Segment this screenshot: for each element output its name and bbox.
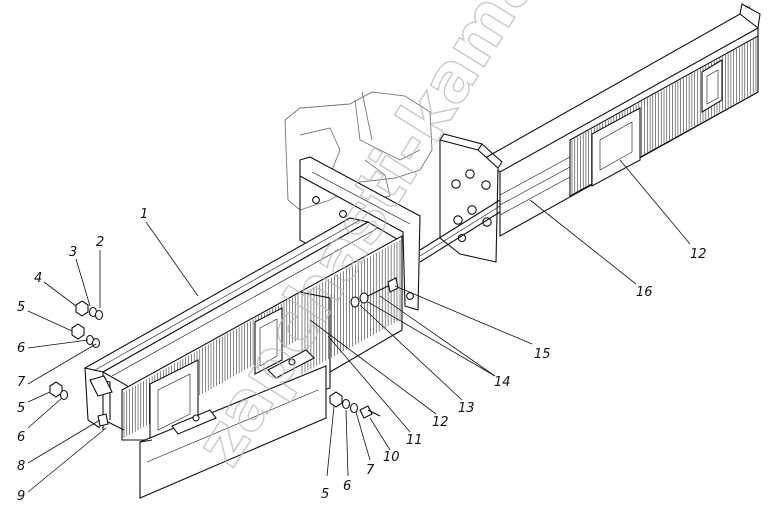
leader-15 [394, 285, 533, 345]
leader-11 [327, 335, 411, 433]
connecting-rail [419, 199, 501, 263]
leader-4 [43, 281, 77, 307]
callout-5c: 5 [321, 487, 329, 502]
callout-11: 11 [406, 433, 423, 448]
callout-5a: 5 [17, 300, 25, 315]
leader-16 [529, 199, 637, 285]
callout-14: 14 [494, 375, 511, 390]
leader-14b [379, 295, 496, 377]
callout-13: 13 [458, 401, 475, 416]
leader-6b [27, 397, 63, 429]
callout-6c: 6 [343, 479, 351, 494]
leader-7a [27, 343, 97, 385]
leader-6a [27, 339, 89, 349]
bottom-bracket [139, 349, 327, 499]
callout-labels: 1 2 3 4 5 6 7 5 6 8 9 5 6 7 10 11 12 13 … [17, 207, 707, 504]
left-rail [83, 217, 404, 445]
fastener-group-bottom [329, 391, 381, 419]
leader-7c [355, 411, 371, 461]
callout-8: 8 [17, 459, 25, 474]
flange-bolt-heads [451, 169, 492, 243]
callout-10: 10 [383, 450, 400, 465]
callout-9: 9 [17, 489, 25, 504]
leader-1 [145, 221, 199, 297]
callout-15: 15 [534, 347, 551, 362]
leader-14a [367, 301, 496, 377]
fastener-group-center [350, 277, 399, 308]
leader-12a [309, 319, 437, 415]
leader-3 [75, 258, 91, 307]
callout-6b: 6 [17, 430, 25, 445]
leader-9 [27, 427, 107, 493]
fastener-group-left [49, 381, 69, 401]
callout-16: 16 [636, 285, 653, 300]
leader-12b [619, 159, 691, 245]
corner-mark: ™ [744, 5, 752, 14]
leader-13 [359, 304, 463, 401]
callout-4: 4 [34, 271, 42, 286]
callout-12b: 12 [690, 247, 707, 262]
callout-7a: 7 [17, 375, 26, 390]
mounting-flange-right [439, 133, 503, 263]
fastener-group-top-left [71, 300, 104, 349]
leader-5c [326, 405, 335, 477]
callout-3: 3 [69, 245, 77, 260]
leader-lines [27, 159, 691, 493]
bolt-9 [97, 413, 125, 431]
callout-6a: 6 [17, 341, 25, 356]
fasteners [49, 277, 399, 431]
leader-5b [27, 391, 51, 403]
callout-1: 1 [140, 207, 148, 222]
callout-2: 2 [96, 235, 104, 250]
leader-6c [345, 409, 349, 477]
callout-7c: 7 [366, 463, 375, 478]
leader-5a [27, 310, 73, 332]
callout-5b: 5 [17, 401, 25, 416]
leader-8 [27, 419, 101, 464]
callout-12a: 12 [432, 415, 449, 430]
right-rail [484, 3, 761, 237]
leader-10 [369, 417, 391, 451]
